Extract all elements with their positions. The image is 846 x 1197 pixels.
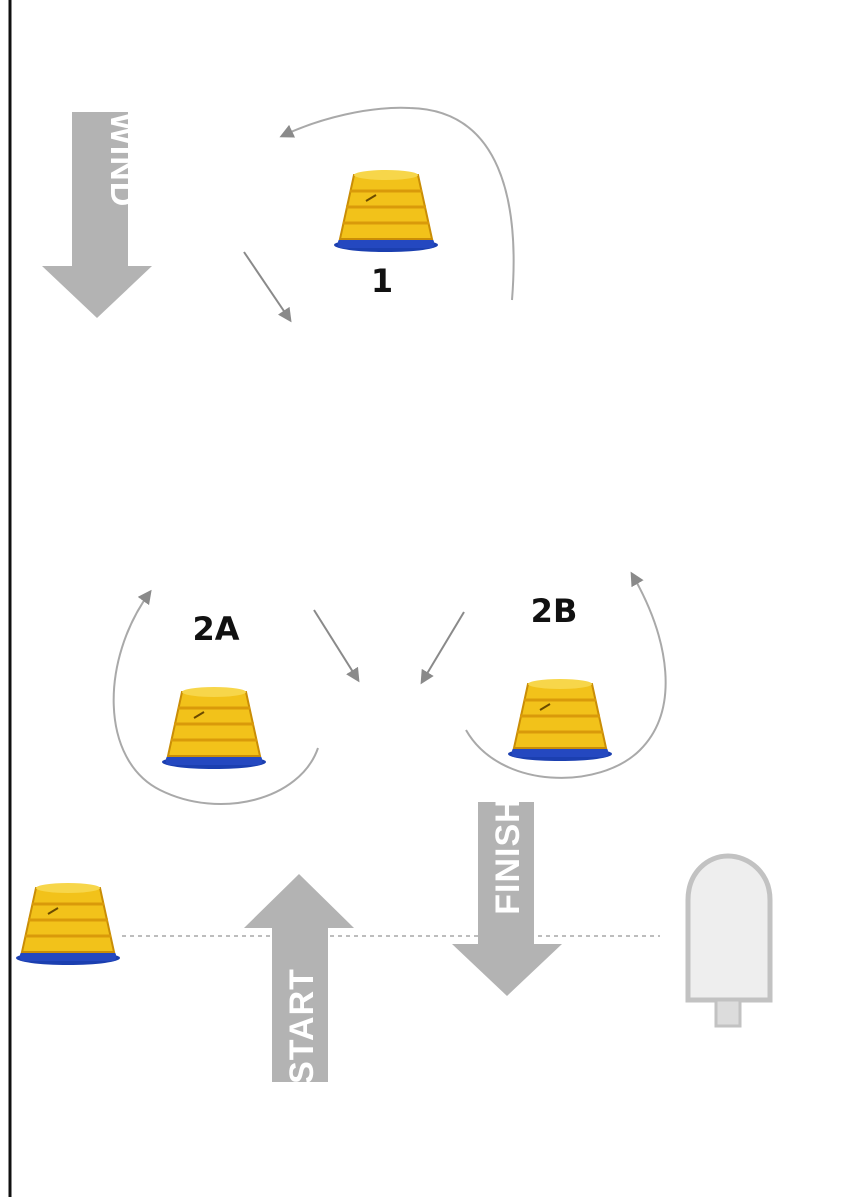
mark-1-label: 1	[371, 262, 393, 300]
mark-2b-rounding-path	[465, 571, 667, 779]
mark-2a-buoy-icon	[160, 685, 268, 771]
wind-arrow: WIND	[42, 112, 152, 318]
mark-1-buoy-icon	[332, 168, 440, 254]
mark-1-rounding-path	[279, 106, 515, 301]
wind-label: WIND	[103, 113, 141, 208]
mark-2a-label: 2A	[192, 610, 239, 648]
pin-end-buoy-icon	[14, 881, 122, 967]
mark-2b-label: 2B	[531, 592, 578, 630]
mark-2b-buoy-icon	[506, 677, 614, 763]
mark-2b-approach-arrow	[420, 611, 465, 685]
start-label: START	[283, 968, 321, 1084]
committee-boat-icon	[685, 853, 773, 1028]
mark-1-approach-arrow	[243, 251, 292, 323]
mark-2a-rounding-path	[112, 589, 319, 805]
start-arrow: START	[244, 874, 354, 1084]
mark-2a-approach-arrow	[313, 609, 360, 683]
finish-arrow: FINISH	[452, 797, 562, 996]
finish-label: FINISH	[489, 797, 527, 914]
